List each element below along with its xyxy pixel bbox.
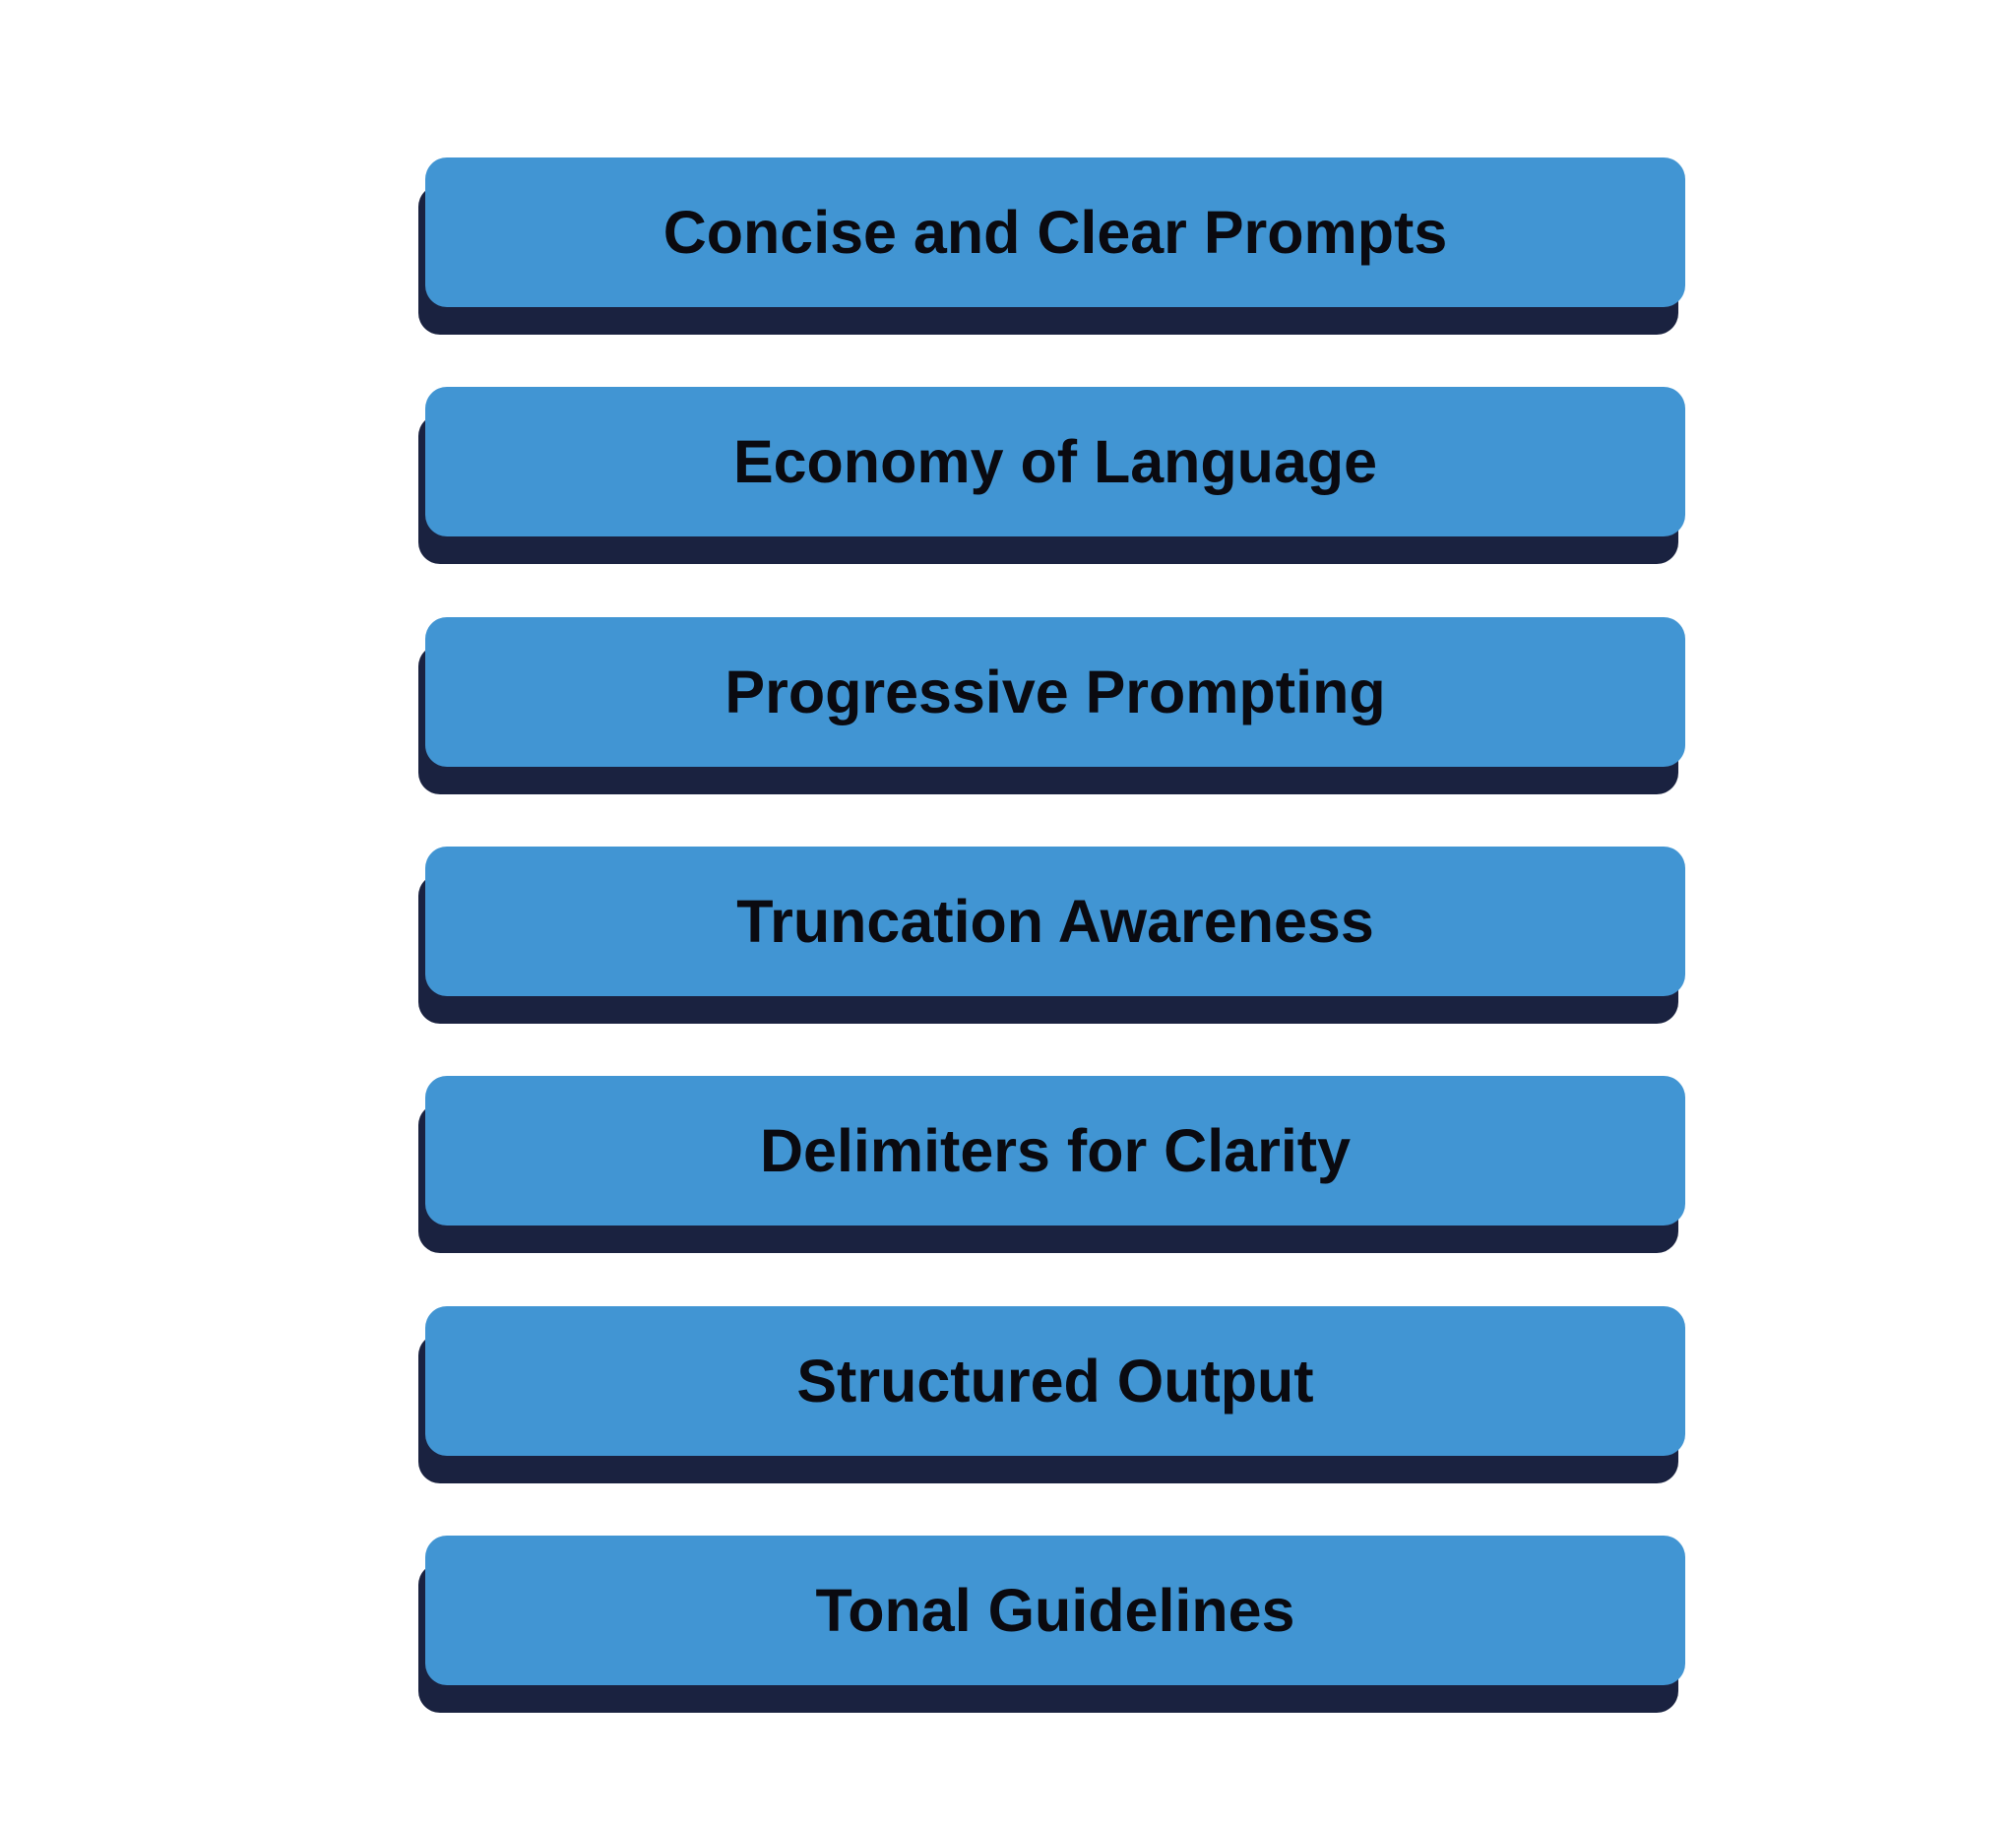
box-label: Tonal Guidelines xyxy=(815,1577,1295,1644)
box-label: Structured Output xyxy=(796,1348,1314,1414)
box-tonal-guidelines: Tonal Guidelines xyxy=(425,1536,1685,1685)
box-concise-and-clear-prompts: Concise and Clear Prompts xyxy=(425,157,1685,307)
box-structured-output: Structured Output xyxy=(425,1306,1685,1456)
box-label: Delimiters for Clarity xyxy=(759,1117,1352,1184)
box-label: Concise and Clear Prompts xyxy=(662,199,1448,266)
box-label: Economy of Language xyxy=(732,428,1378,495)
box-progressive-prompting: Progressive Prompting xyxy=(425,617,1685,767)
box-economy-of-language: Economy of Language xyxy=(425,387,1685,536)
box-label: Progressive Prompting xyxy=(724,659,1386,725)
box-truncation-awareness: Truncation Awareness xyxy=(425,847,1685,996)
box-delimiters-for-clarity: Delimiters for Clarity xyxy=(425,1076,1685,1226)
box-label: Truncation Awareness xyxy=(736,888,1374,955)
